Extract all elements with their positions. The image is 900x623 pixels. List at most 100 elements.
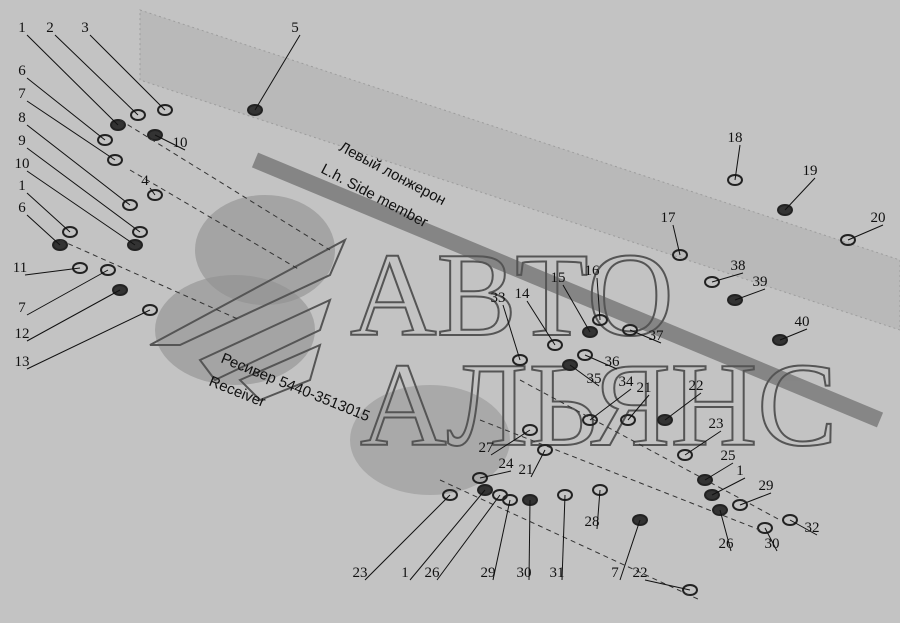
part-mark (107, 154, 123, 166)
callout-number: 35 (587, 371, 602, 387)
callout-number: 30 (765, 536, 780, 552)
leader-line (711, 477, 746, 496)
callout-number: 26 (719, 536, 735, 552)
leader-line (619, 519, 641, 581)
callout-number: 21 (519, 462, 534, 478)
callout-number: 20 (871, 210, 886, 226)
leader-line (436, 494, 501, 581)
part-mark (100, 264, 116, 276)
leader-line (739, 492, 772, 506)
leader-line (364, 494, 451, 581)
callout-number: 5 (291, 20, 299, 36)
callout-number: 15 (551, 270, 566, 286)
part-mark (677, 449, 693, 461)
callout-number: 6 (18, 200, 26, 216)
leader-line (26, 214, 61, 246)
watermark-line2: АЛЬЯНС (360, 338, 837, 471)
leader-line (847, 224, 884, 241)
part-mark (732, 499, 748, 511)
part-mark (682, 584, 698, 596)
part-mark (704, 276, 720, 288)
callout-number: 3 (81, 20, 89, 36)
leader-line (254, 34, 301, 111)
callout-number: 14 (515, 286, 531, 302)
part-mark (522, 424, 538, 436)
part-mark (782, 514, 798, 526)
callout-number: 7 (18, 86, 26, 102)
callout-number: 23 (353, 565, 368, 581)
part-mark (512, 354, 528, 366)
leader-line (719, 509, 732, 552)
leader-line (26, 289, 121, 342)
callout-number: 25 (721, 448, 736, 464)
part-mark (72, 262, 88, 274)
leader-line (779, 328, 808, 341)
leader-line (54, 34, 139, 116)
part-mark (147, 189, 163, 201)
leader-line (26, 192, 71, 233)
leader-line (154, 134, 186, 151)
callout-number: 2 (46, 20, 54, 36)
leader-line (26, 269, 109, 316)
leader-line (149, 187, 156, 196)
leader-line (26, 309, 151, 370)
leader-line (526, 300, 556, 346)
leader-line (26, 124, 131, 206)
part-mark (622, 324, 638, 336)
assembly-axis (59, 239, 241, 321)
callout-number: 40 (795, 314, 810, 330)
leader-line (734, 288, 766, 301)
callout-number: 10 (173, 135, 188, 151)
callout-number: 30 (517, 565, 532, 581)
callout-number: 22 (633, 565, 648, 581)
part-mark (62, 226, 78, 238)
callout-number: 21 (637, 380, 652, 396)
leader-line (704, 462, 734, 481)
callout-number: 28 (585, 514, 600, 530)
leader-line (589, 388, 632, 421)
callout-number: 12 (15, 326, 30, 342)
callout-number: 10 (15, 156, 30, 172)
part-mark (537, 444, 553, 456)
callout-number: 13 (15, 354, 30, 370)
callout-number: 7 (611, 565, 619, 581)
callout-number: 18 (728, 130, 743, 146)
leader-line (530, 449, 546, 478)
leader-line (664, 392, 702, 421)
callout-number: 9 (18, 133, 26, 149)
callout-number: 1 (18, 178, 26, 194)
part-mark (472, 472, 488, 484)
callout-number: 6 (18, 63, 26, 79)
leader-line (562, 284, 591, 333)
callout-number: 34 (619, 374, 635, 390)
callout-number: 38 (731, 258, 746, 274)
assembly-axis (439, 479, 701, 601)
callout-number: 1 (18, 20, 26, 36)
leader-line (490, 429, 531, 456)
leader-line (479, 470, 512, 479)
callout-number: 29 (481, 565, 496, 581)
leader-lines (24, 34, 884, 591)
leader-line (784, 177, 816, 211)
callout-number: 33 (491, 290, 506, 306)
leader-line (596, 489, 601, 530)
part-mark (502, 494, 518, 506)
callout-number: 22 (689, 378, 704, 394)
leader-line (409, 489, 486, 581)
leader-line (789, 519, 818, 536)
callout-number: 7 (18, 300, 26, 316)
leader-line (492, 499, 511, 581)
part-mark (620, 414, 636, 426)
leader-line (569, 364, 600, 387)
callout-number: 23 (709, 416, 724, 432)
part-mark (577, 349, 593, 361)
leader-line (711, 272, 744, 283)
part-mark (157, 104, 173, 116)
callout-number: 19 (803, 163, 818, 179)
leader-line (26, 100, 116, 161)
assembly-axis (129, 169, 301, 271)
part-mark (582, 414, 598, 426)
leader-line (26, 170, 136, 246)
